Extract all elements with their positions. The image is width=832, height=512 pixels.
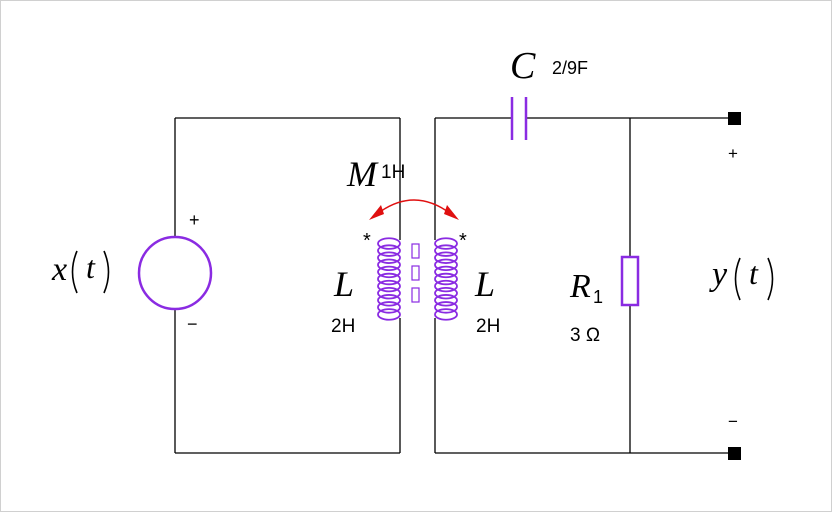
output-label-close-paren	[767, 257, 774, 301]
source-label-open-paren	[71, 250, 78, 294]
inductor-left-value: 2H	[331, 316, 355, 337]
core-segment-1	[411, 243, 420, 259]
inductor-right-coil-turn	[434, 251, 458, 264]
source-label-var: x	[51, 251, 67, 288]
inductor-right-coil-turn	[434, 237, 458, 250]
output-terminal-bottom	[728, 447, 741, 460]
inductor-left-coil-turn	[377, 258, 401, 272]
source-plus-sign: +	[189, 210, 200, 230]
resistor-value: 3 Ω	[570, 325, 600, 346]
output-label-open-paren	[734, 257, 741, 301]
mutual-arrow-head-right	[444, 205, 459, 220]
capacitor	[510, 97, 528, 140]
transformer-core	[411, 243, 420, 303]
inductor-right-coil-turn	[434, 258, 458, 272]
inductor-left-coil-turn	[377, 272, 401, 286]
inductor-left-coil-turn	[377, 244, 401, 257]
capacitor-symbol: C	[510, 45, 536, 87]
inductor-left-coil	[377, 237, 401, 321]
inductor-right-coil-turn	[434, 286, 458, 300]
inductor-right-coil	[434, 237, 458, 321]
mutual-arrow-head-left	[369, 205, 384, 220]
resistor-body	[620, 255, 640, 307]
mutual-arrow-arc	[376, 199, 452, 215]
inductor-right-polarity-dot: *	[459, 230, 467, 252]
inductor-left-coil-turn	[377, 301, 401, 314]
output-terminal-top	[728, 112, 741, 125]
inductor-right-coil-turn	[434, 272, 458, 286]
output-plus-sign: +	[728, 144, 738, 163]
inductor-right-coil-turn	[434, 265, 458, 279]
source-label-arg: t	[86, 249, 96, 285]
source-label: x t	[51, 249, 110, 294]
source-minus-sign: −	[187, 314, 198, 334]
inductor-left-coil-turn	[377, 286, 401, 300]
inductor-left-coil-turn	[377, 251, 401, 264]
output-minus-sign: −	[728, 412, 738, 431]
inductor-right-coil-turn	[434, 279, 458, 293]
secondary-loop-wires	[434, 117, 735, 454]
output-label: y t	[709, 255, 774, 301]
voltage-source	[137, 235, 213, 311]
resistor-subscript: 1	[593, 287, 603, 307]
inductor-left-symbol: L	[333, 264, 354, 304]
inductor-right-coil-turn	[434, 294, 458, 307]
mutual-coupling-arrow	[369, 199, 459, 220]
resistor-symbol: R	[569, 268, 591, 305]
capacitor-value: 2/9F	[552, 58, 588, 78]
mutual-symbol: M	[346, 154, 379, 194]
inductor-left-coil-turn	[377, 265, 401, 279]
inductor-left-coil-turn	[377, 279, 401, 293]
inductor-left-polarity-dot: *	[363, 230, 371, 252]
output-label-var: y	[709, 256, 728, 293]
inductor-right-coil-turn	[434, 308, 458, 321]
inductor-right-coil-turn	[434, 301, 458, 314]
inductor-left-coil-turn	[377, 237, 401, 250]
output-label-arg: t	[749, 255, 759, 291]
core-segment-3	[411, 287, 420, 303]
primary-loop-wires	[174, 117, 401, 454]
core-segment-2	[411, 265, 420, 281]
inductor-left-coil-turn	[377, 308, 401, 321]
inductor-right-symbol: L	[474, 264, 495, 304]
inductor-right-value: 2H	[476, 316, 500, 337]
mutual-value: 1H	[381, 162, 405, 183]
source-label-close-paren	[103, 250, 110, 294]
inductor-right-coil-turn	[434, 244, 458, 257]
inductor-left-coil-turn	[377, 294, 401, 307]
